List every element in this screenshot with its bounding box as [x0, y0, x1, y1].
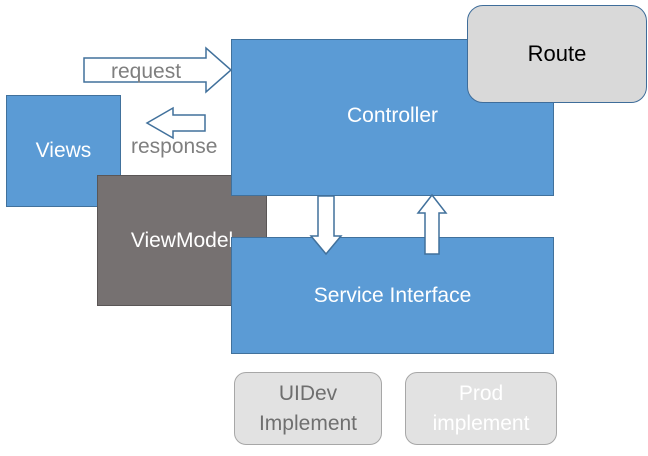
prod-label-line1: Prod — [458, 381, 504, 405]
service-interface-label: Service Interface — [313, 283, 472, 307]
up-arrow — [416, 193, 448, 255]
service-interface-box: Service Interface — [231, 237, 554, 354]
down-arrow — [309, 195, 343, 256]
route-box: Route — [467, 5, 647, 103]
response-arrow — [145, 106, 206, 140]
prod-label-line2: implement — [432, 411, 530, 435]
uidev-label-line1: UIDev — [278, 381, 338, 405]
response-label: response — [131, 135, 218, 158]
uidev-label-line2: Implement — [258, 411, 358, 435]
uidev-implement-box: UIDev Implement — [234, 372, 382, 445]
request-label: request — [111, 60, 182, 83]
prod-implement-box: Prod implement — [405, 372, 557, 445]
views-box: Views — [6, 95, 121, 207]
route-label: Route — [527, 41, 587, 66]
views-label: Views — [35, 139, 92, 162]
controller-label: Controller — [346, 103, 439, 127]
viewmodel-label: ViewModel — [130, 228, 234, 252]
request-arrow — [83, 46, 233, 94]
